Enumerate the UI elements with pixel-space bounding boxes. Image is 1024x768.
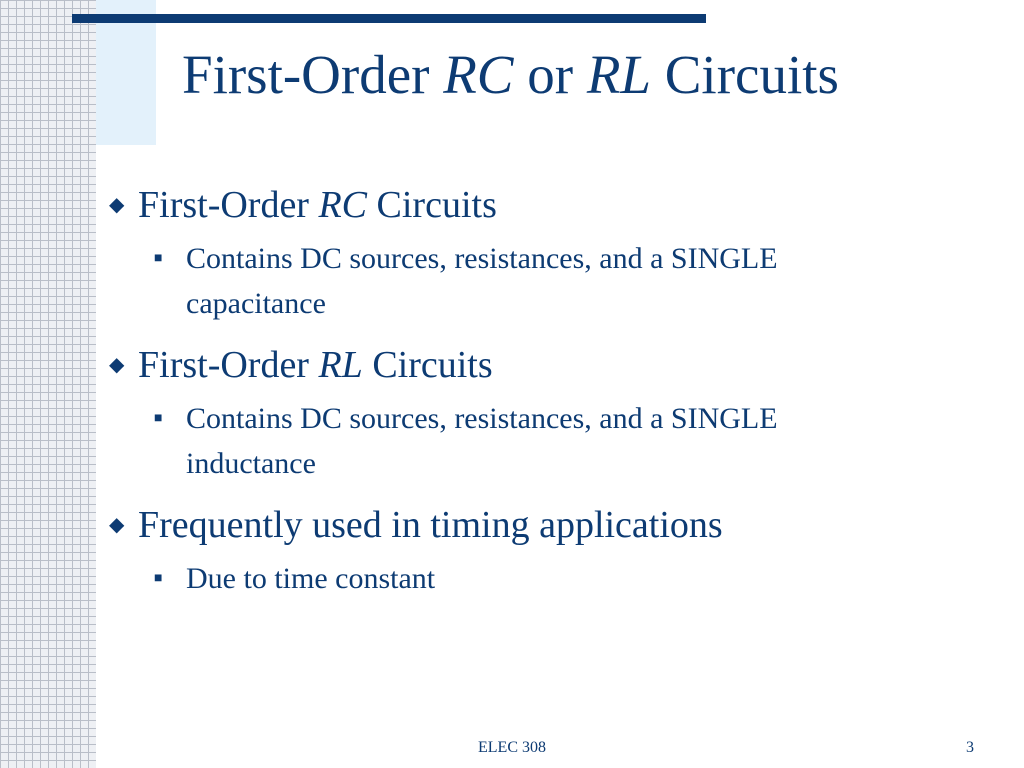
bullet-item: ◆First-Order RL Circuits (106, 340, 986, 390)
square-bullet-icon: ■ (154, 571, 163, 586)
bullet-item: ◆First-Order RC Circuits (106, 180, 986, 230)
diamond-bullet-icon: ◆ (109, 194, 125, 216)
diamond-bullet-icon: ◆ (109, 354, 125, 376)
sub-bullet-item: ■Due to time constant (154, 556, 886, 601)
slide-title: First-Order RC or RL Circuits (182, 44, 839, 105)
sub-bullet-item: ■Contains DC sources, resistances, and a… (154, 396, 886, 486)
footer-course: ELEC 308 (478, 739, 546, 756)
diamond-bullet-icon: ◆ (109, 514, 125, 536)
sub-bullet-item: ■Contains DC sources, resistances, and a… (154, 236, 886, 326)
bullet-list: ◆First-Order RC Circuits ■Contains DC so… (106, 180, 986, 601)
square-bullet-icon: ■ (154, 411, 163, 426)
title-bar-line (72, 14, 706, 23)
page-number: 3 (966, 739, 974, 756)
bullet-item: ◆Frequently used in timing applications (106, 500, 986, 550)
square-bullet-icon: ■ (154, 251, 163, 266)
accent-block (96, 0, 156, 145)
grid-pattern-strip (0, 0, 96, 768)
